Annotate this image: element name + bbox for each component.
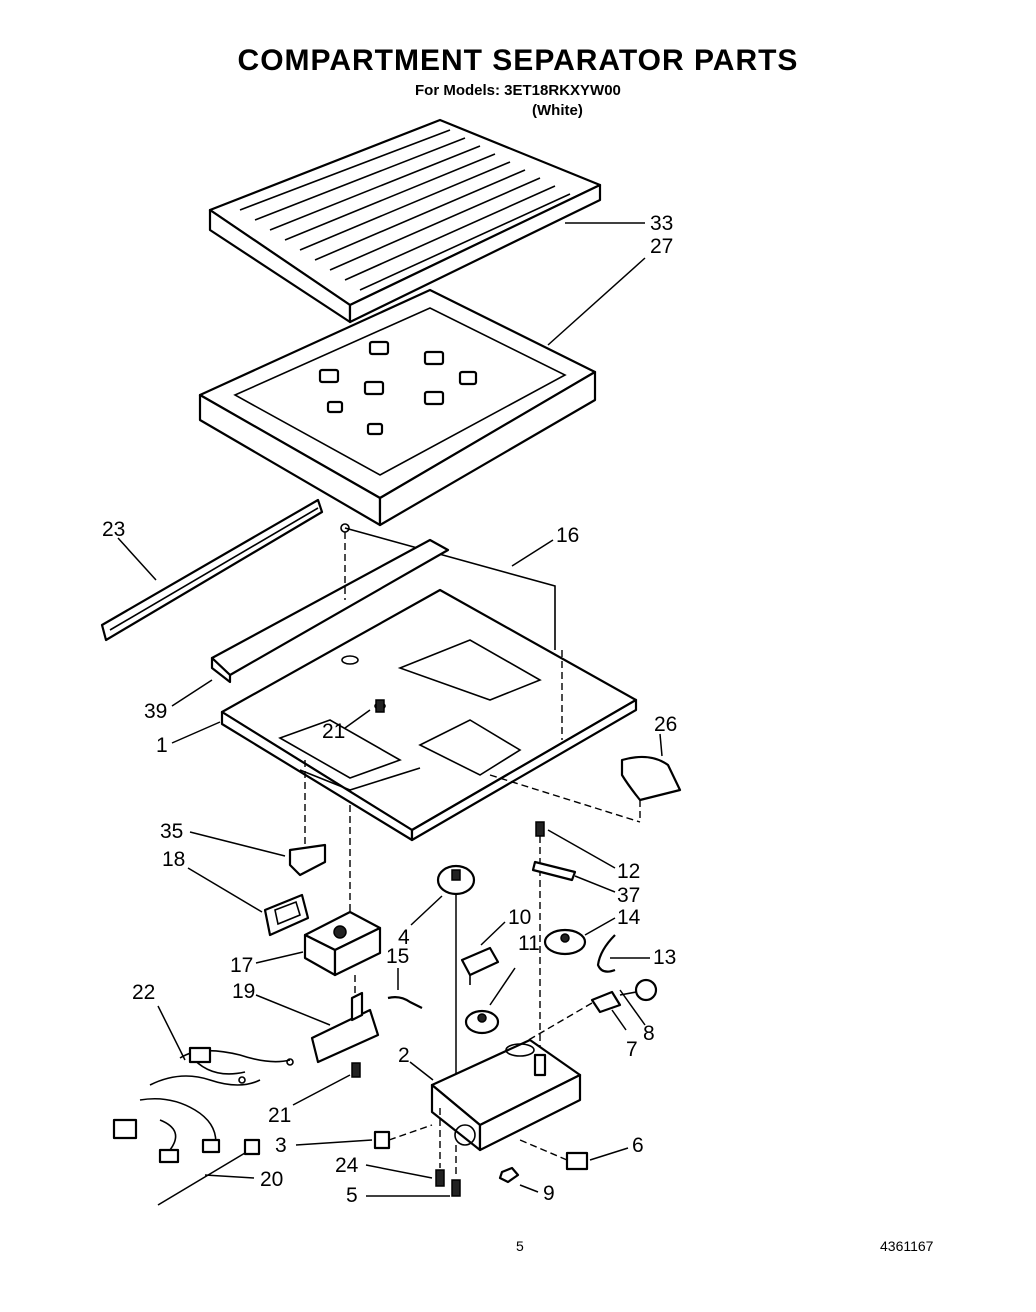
- part-22-wire-harness: [112, 1046, 294, 1164]
- part-1-separator-panel: [220, 588, 638, 842]
- part-7-socket: [519, 990, 622, 1046]
- callout-1: 1: [156, 734, 168, 757]
- part-12-screw: [535, 821, 545, 1080]
- part-21-screw-upper: [375, 699, 385, 713]
- part-4-thermostat: [436, 864, 476, 1100]
- part-20-wire-lead: [157, 1138, 261, 1206]
- part-15-tube: [387, 996, 423, 1009]
- callout-10: 10: [508, 906, 531, 929]
- callout-23: 23: [102, 518, 125, 541]
- callout-16: 16: [556, 524, 579, 547]
- page-number: 5: [516, 1238, 524, 1254]
- callout-9: 9: [543, 1182, 555, 1205]
- callout-17: 17: [230, 954, 253, 977]
- part-5-screw: [451, 1179, 461, 1197]
- callout-27: 27: [650, 235, 673, 258]
- callout-35: 35: [160, 820, 183, 843]
- callout-11: 11: [518, 932, 540, 955]
- part-33-grille: [208, 118, 602, 324]
- callout-21-upper: 21: [322, 720, 345, 743]
- models-line: For Models: 3ET18RKXYW00: [415, 82, 621, 99]
- callout-7: 7: [626, 1038, 638, 1061]
- leader-lines: [117, 222, 663, 1197]
- callout-33: 33: [650, 212, 673, 235]
- callout-20: 20: [260, 1168, 283, 1191]
- part-3-clip: [373, 1124, 433, 1150]
- callout-15: 15: [386, 945, 409, 968]
- callout-6: 6: [632, 1134, 644, 1157]
- callout-12: 12: [617, 860, 640, 883]
- part-13-tube: [596, 934, 616, 973]
- callout-13: 13: [653, 946, 676, 969]
- part-11-knob: [464, 1009, 500, 1035]
- part-24-screw: [435, 1169, 445, 1187]
- part-27-tray: [198, 288, 597, 527]
- callout-8: 8: [643, 1022, 655, 1045]
- part-19-bracket: [310, 975, 380, 1064]
- callout-4: 4: [398, 926, 410, 949]
- color-line: (White): [532, 102, 583, 119]
- document-number: 4361167: [880, 1238, 934, 1254]
- callout-24: 24: [335, 1154, 359, 1177]
- part-2-housing: [430, 1038, 582, 1152]
- part-14-knob: [543, 928, 587, 956]
- part-10-switch: [460, 946, 500, 985]
- callout-18: 18: [162, 848, 185, 871]
- part-18-gasket: [263, 893, 310, 937]
- callout-14: 14: [617, 906, 641, 929]
- part-23-strip: [100, 498, 324, 642]
- callout-19: 19: [232, 980, 255, 1003]
- callout-labels: 33 27 23 16 39 21 1 26 35 18 12 37 4 10 …: [102, 212, 677, 1207]
- callout-2: 2: [398, 1044, 410, 1067]
- callout-37: 37: [617, 884, 640, 907]
- part-37-clip: [531, 860, 577, 882]
- callout-39: 39: [144, 700, 167, 723]
- part-9-nut: [498, 1166, 520, 1184]
- part-17-control-housing: [303, 805, 382, 977]
- part-26-insulation: [620, 755, 682, 822]
- part-21-screw-lower: [351, 1062, 361, 1078]
- page-title: COMPARTMENT SEPARATOR PARTS: [237, 44, 799, 77]
- callout-26: 26: [654, 713, 677, 736]
- alignment-lines: [344, 532, 641, 1178]
- callout-21-lower: 21: [268, 1104, 291, 1127]
- callout-5: 5: [346, 1184, 358, 1207]
- callout-22: 22: [132, 981, 155, 1004]
- callout-3: 3: [275, 1134, 287, 1157]
- part-6-connector: [519, 1139, 589, 1171]
- part-39-duct: [210, 538, 450, 684]
- part-8-light-bulb: [619, 978, 658, 1002]
- part-35-bracket: [288, 760, 327, 877]
